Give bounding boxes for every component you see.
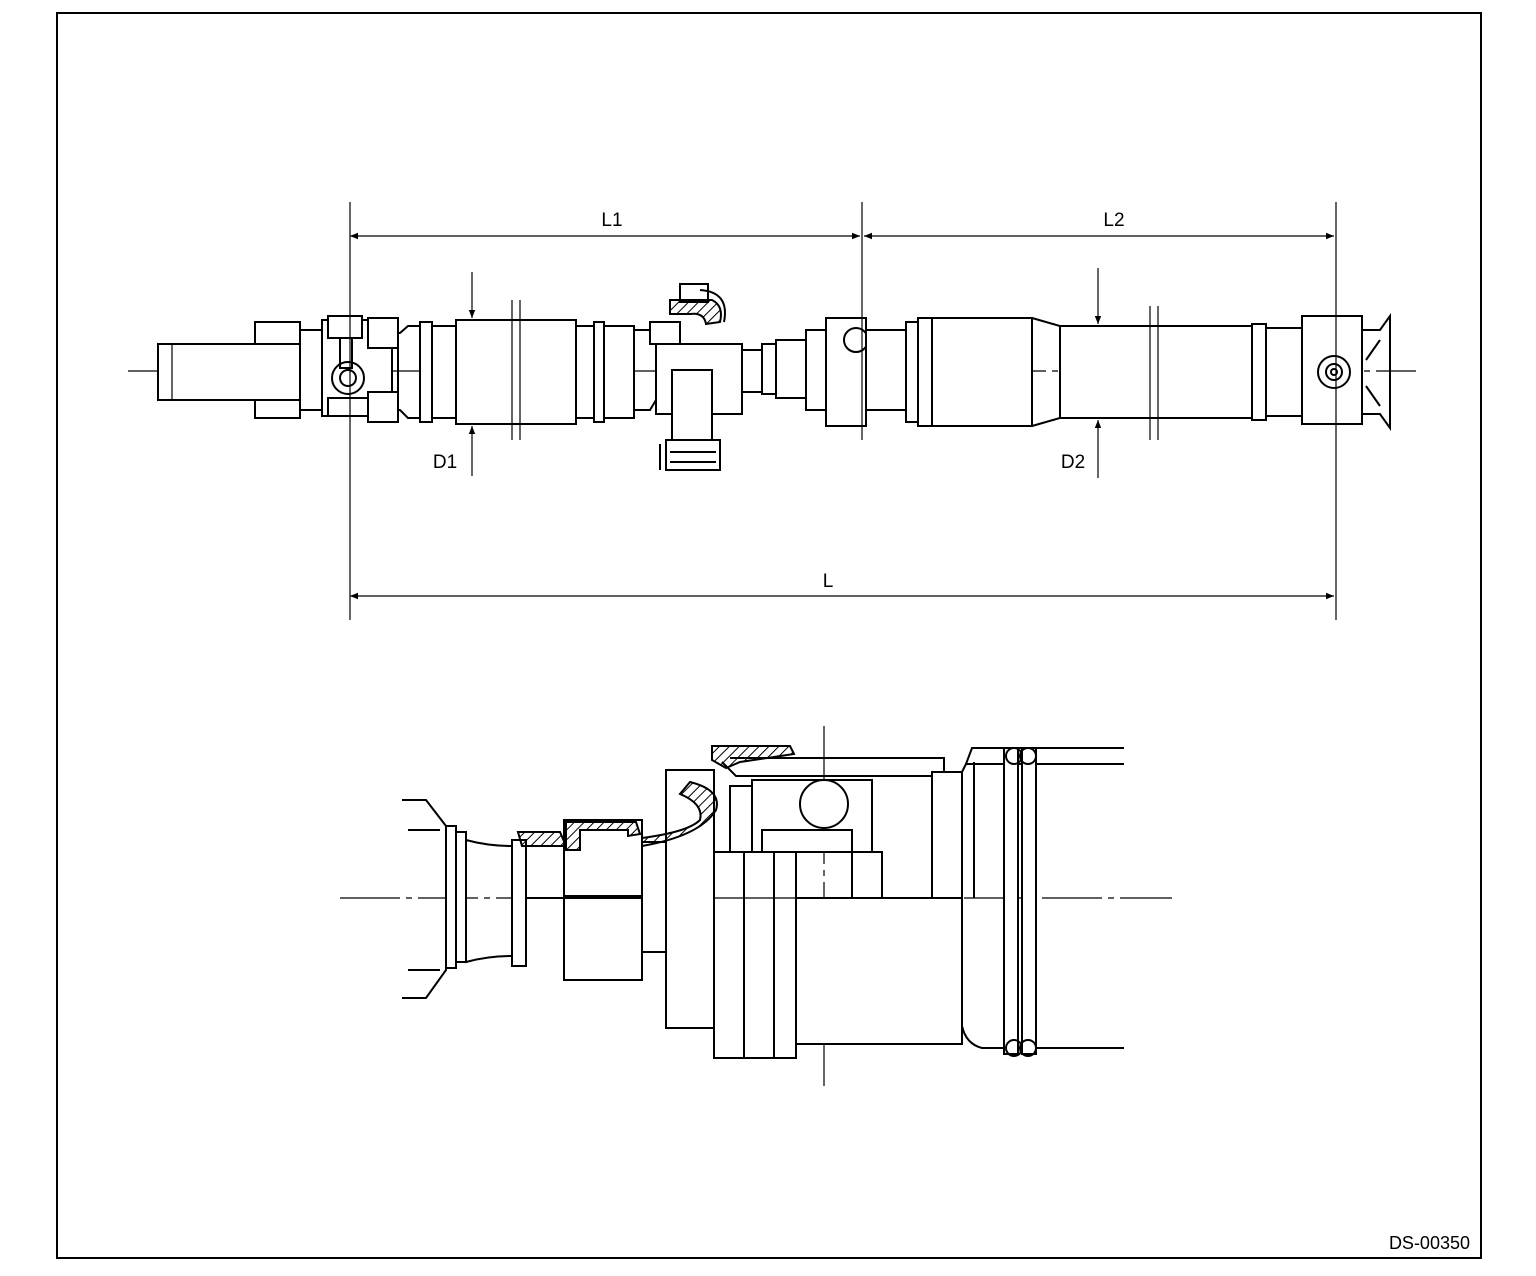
drawing-frame [56, 12, 1482, 1259]
dimension-d2-label: D2 [1061, 452, 1085, 473]
dimension-l1-label: L1 [601, 210, 622, 231]
dimension-d1-label: D1 [433, 452, 457, 473]
figure-code: DS-00350 [1389, 1233, 1470, 1253]
propeller-shaft-overview: L1 L2 L D1 D2 [128, 202, 1416, 620]
center-bearing-detail [340, 726, 1172, 1086]
dimension-l-label: L [823, 571, 834, 592]
dimension-l2-label: L2 [1103, 210, 1124, 231]
